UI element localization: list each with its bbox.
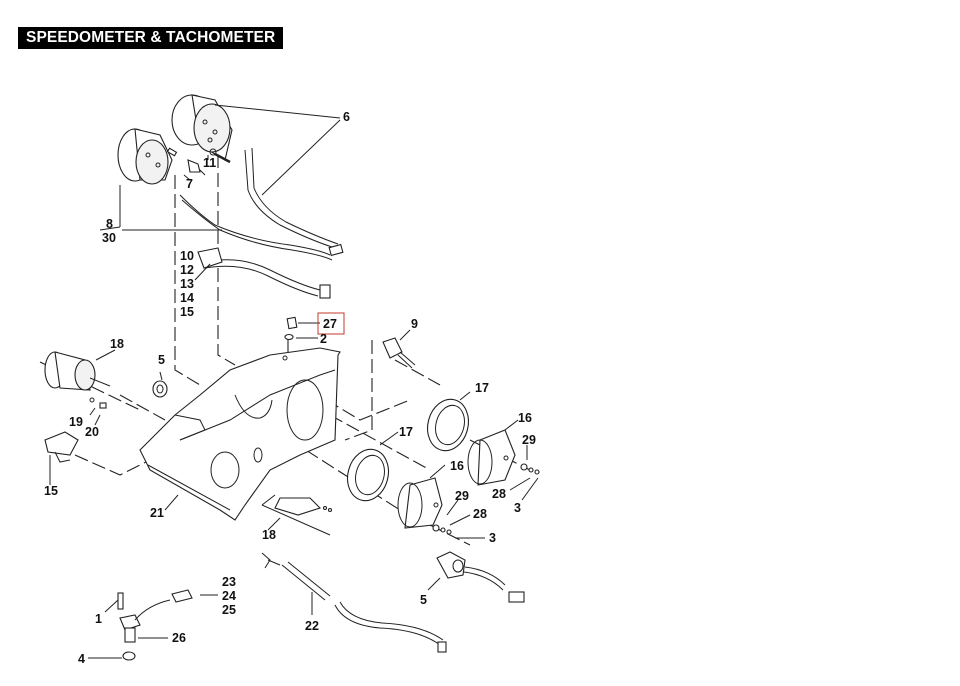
screw-27: [284, 316, 298, 341]
callout-28-lower: 28: [473, 507, 487, 521]
callout-3-lower: 3: [489, 531, 496, 545]
callout-11: 11: [203, 156, 216, 170]
hardware-washers-nuts: [432, 463, 540, 535]
bezel-17-upper: [426, 398, 470, 452]
callout-29-lower: 29: [455, 489, 469, 503]
callout-29-upper: 29: [522, 433, 536, 447]
bulb-socket-parts: [166, 147, 231, 176]
connector-15-left: [44, 431, 79, 463]
callout-9: 9: [411, 317, 418, 331]
gauge-16-upper: [467, 429, 516, 486]
callout-28-upper: 28: [492, 487, 506, 501]
callout-25: 25: [222, 603, 236, 617]
callout-1: 1: [95, 612, 102, 626]
callout-5-right: 5: [420, 593, 427, 607]
nut-5-left: [152, 380, 168, 398]
callout-labels: 6 11 7 8 30 10 12 13 14 15 27 2 9 18 5 1…: [44, 110, 536, 666]
callout-15-lower: 15: [44, 484, 58, 498]
callout-17-upper: 17: [475, 381, 489, 395]
tray-18: [261, 494, 333, 536]
callout-14: 14: [180, 291, 194, 305]
speedometer-gauge-top: [117, 128, 173, 185]
callout-7: 7: [186, 177, 193, 191]
callout-6: 6: [343, 110, 350, 124]
gauge-housing: [139, 347, 341, 521]
callout-19: 19: [69, 415, 83, 429]
callout-18-lower: 18: [262, 528, 276, 542]
callout-13: 13: [180, 277, 194, 291]
cable-22: [261, 552, 447, 653]
bezel-17-lower: [346, 448, 390, 502]
diagram-title: SPEEDOMETER & TACHOMETER: [18, 27, 284, 49]
callout-3-upper: 3: [514, 501, 521, 515]
callout-23: 23: [222, 575, 236, 589]
callout-18-left: 18: [110, 337, 124, 351]
callout-27-highlight-box: [317, 312, 345, 335]
callout-22: 22: [305, 619, 319, 633]
callout-27: 27: [323, 317, 337, 331]
callout-10: 10: [180, 249, 194, 263]
callout-24: 24: [222, 589, 236, 603]
tachometer-gauge-top: [171, 94, 233, 161]
bulb-socket-9: [382, 337, 416, 369]
wiring-harness-top: [179, 147, 344, 299]
callout-12: 12: [180, 263, 194, 277]
callout-30: 30: [102, 231, 116, 245]
callout-16-lower: 16: [450, 459, 464, 473]
callout-5-left: 5: [158, 353, 165, 367]
callout-26: 26: [172, 631, 186, 645]
callout-15-upper: 15: [180, 305, 194, 319]
gauge-16-lower: [397, 477, 443, 529]
speed-sensor: [117, 589, 193, 661]
callout-17-lower: 17: [399, 425, 413, 439]
callout-2: 2: [320, 332, 327, 346]
leader-lines: [49, 104, 539, 659]
callout-8: 8: [106, 217, 113, 231]
small-gauge-left: [44, 351, 111, 409]
callout-21: 21: [150, 506, 164, 520]
callout-16-upper: 16: [518, 411, 532, 425]
sensor-5-right: [436, 551, 525, 603]
callout-4: 4: [78, 652, 85, 666]
callout-20: 20: [85, 425, 99, 439]
